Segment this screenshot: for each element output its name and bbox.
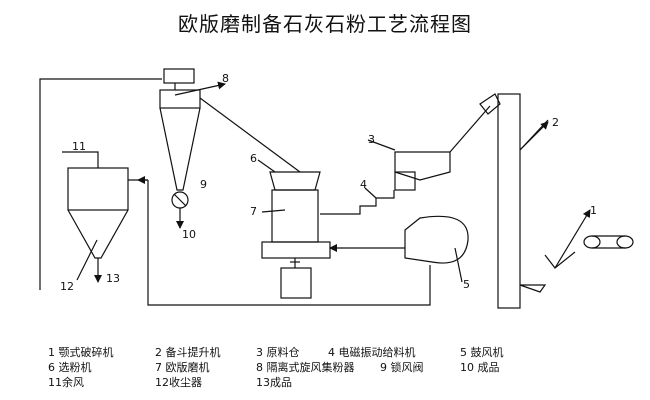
- callout-6: 6: [250, 152, 257, 165]
- return-air-duct: [40, 78, 163, 385]
- separator-body: [269, 171, 321, 191]
- callout-5: 5: [463, 278, 470, 291]
- legend-item: 12收尘器: [155, 376, 202, 389]
- callout-1: 1: [590, 204, 597, 217]
- callout-3: 3: [368, 133, 375, 146]
- residual-air-outlet: [62, 151, 99, 168]
- legend-item: 10 成品: [460, 361, 500, 374]
- outer-air-pipe: [40, 79, 162, 385]
- bucket-elevator: [497, 93, 521, 309]
- dust-collector-hopper: [67, 209, 129, 259]
- callout-8: 8: [222, 72, 229, 85]
- dust-collector-body: [67, 167, 129, 211]
- callout-2: 2: [552, 116, 559, 129]
- legend-item: 2 备斗提升机: [155, 346, 221, 359]
- callout-4: 4: [360, 178, 367, 191]
- legend-item: 5 鼓风机: [460, 346, 504, 359]
- raw-material-bin: [394, 151, 451, 181]
- callout-10: 10: [182, 228, 196, 241]
- legend-item: 8 隔离式旋风集粉器: [256, 361, 355, 374]
- blower-housing: [404, 215, 469, 264]
- diagram-title: 欧版磨制备石灰石粉工艺流程图: [178, 12, 472, 36]
- legend-item: 7 欧版磨机: [155, 361, 210, 374]
- callout-12: 12: [60, 280, 74, 293]
- callout-7: 7: [250, 205, 257, 218]
- vibrating-feeder: [320, 190, 395, 215]
- legend-item: 11余风: [48, 376, 84, 389]
- legend-item: 3 原料仓: [256, 346, 300, 359]
- legend-item: 6 选粉机: [48, 361, 92, 374]
- separator-to-cyclone-duct: [199, 97, 301, 173]
- mill-base-plate: [261, 241, 331, 259]
- callout-11: 11: [72, 140, 86, 153]
- cyclone-top-cap: [163, 68, 195, 84]
- callout-13: 13: [106, 272, 120, 285]
- mill-body: [271, 189, 319, 243]
- legend-item: 13成品: [256, 376, 292, 389]
- callout-9: 9: [200, 178, 207, 191]
- cyclone-body: [159, 89, 201, 109]
- legend-item: 1 颚式破碎机: [48, 346, 114, 359]
- legend-item: 9 锁风阀: [380, 361, 424, 374]
- cyclone-cone: [159, 107, 201, 191]
- mill-gear-box: [280, 267, 312, 299]
- main-loop-duct: [39, 78, 162, 290]
- mill-return-duct: [147, 180, 431, 306]
- legend-item: 4 电磁振动给料机: [328, 346, 416, 359]
- elevator-to-bin-chute: [449, 105, 491, 153]
